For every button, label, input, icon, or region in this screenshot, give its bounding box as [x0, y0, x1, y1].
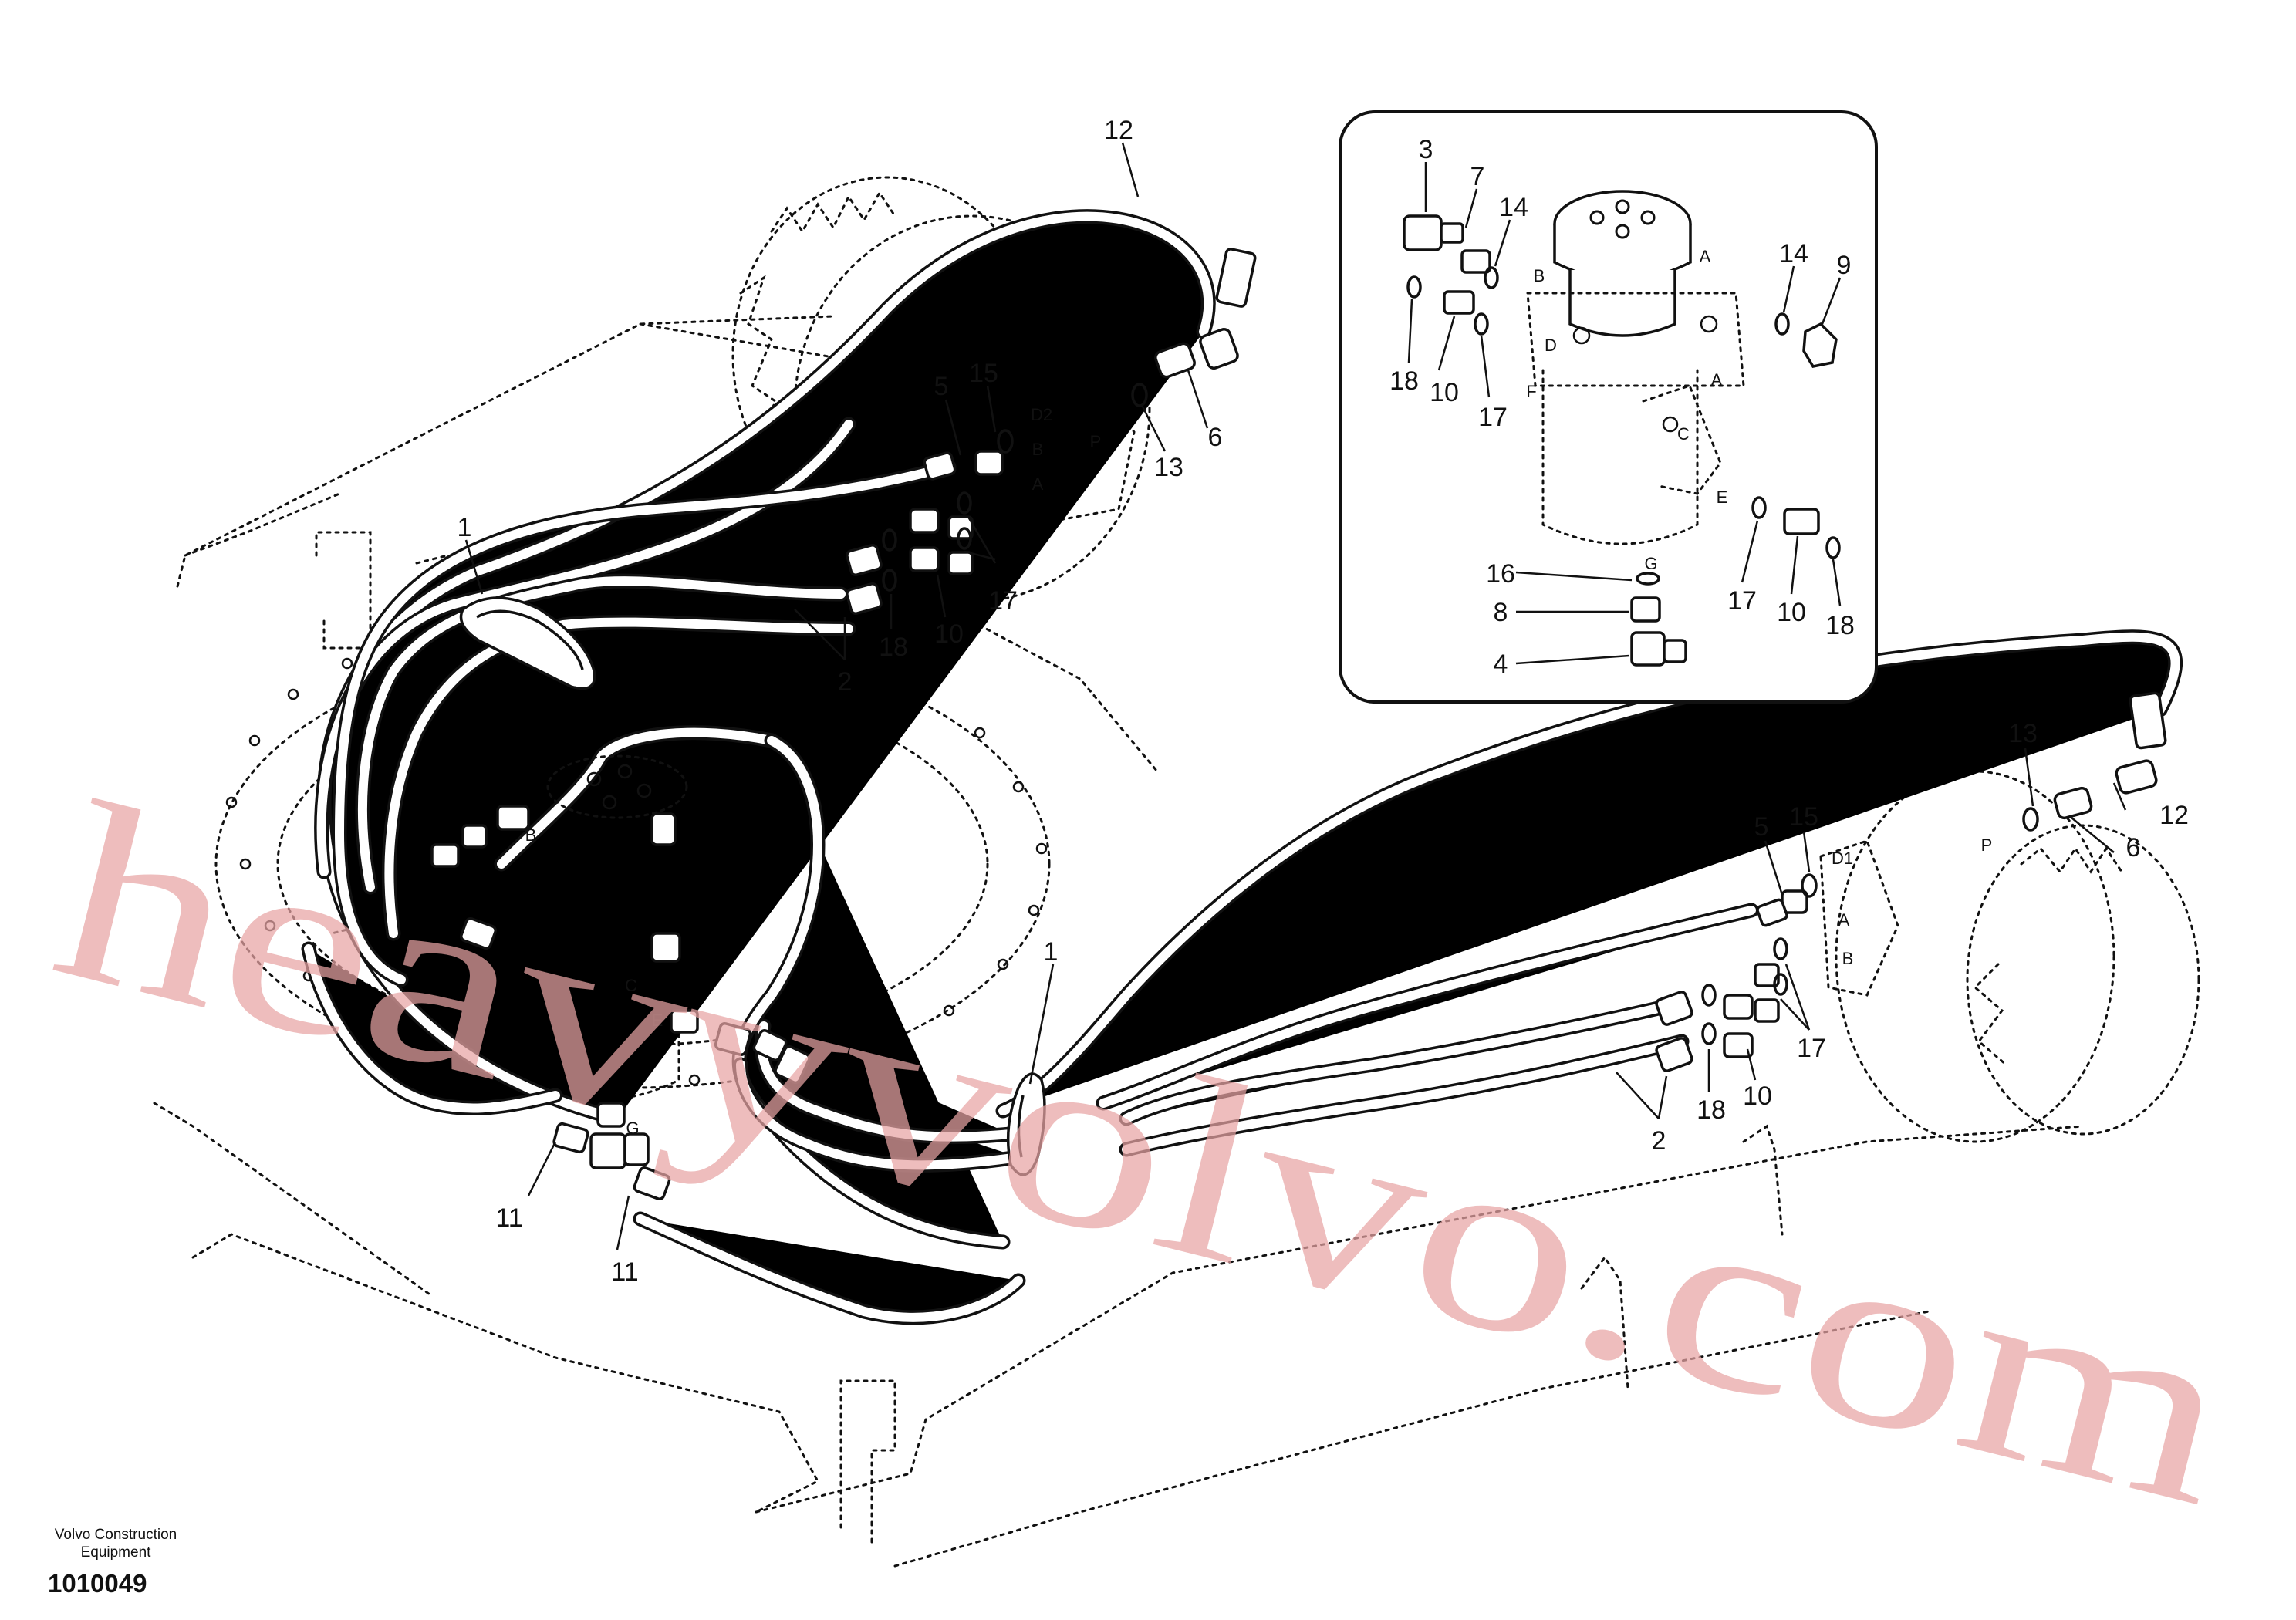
port-label: A — [1032, 474, 1044, 494]
callout-number: 15 — [969, 359, 998, 388]
inset-leader-lines — [1407, 162, 1842, 665]
callout-number: 6 — [2126, 833, 2141, 862]
port-label: B — [525, 825, 537, 845]
port-label: D — [1545, 336, 1557, 355]
callout-number: 17 — [1478, 403, 1508, 432]
callout-number: 2 — [1652, 1126, 1666, 1156]
inset-detail: B A D F A C E G 3 7 14 14 9 18 10 17 16 … — [1339, 110, 1878, 704]
callout-number: 18 — [1389, 366, 1419, 396]
upper-frame-outline — [639, 322, 866, 364]
callout-number: 10 — [1777, 598, 1806, 627]
lower-frame-outline — [191, 1233, 820, 1514]
swivel-joint-icon — [1526, 190, 1745, 545]
rear-gear-teeth — [739, 275, 777, 449]
port-label: B — [1032, 440, 1044, 459]
port-label: E — [652, 1011, 663, 1030]
port-label: G — [626, 1119, 639, 1138]
callout-number: 1 — [1044, 937, 1059, 967]
frame-bracket — [315, 531, 372, 650]
callout-number: 18 — [879, 633, 908, 662]
company-name: Volvo Construction Equipment — [54, 1527, 177, 1561]
port-label: C — [1677, 424, 1690, 444]
callout-number: 11 — [611, 1257, 638, 1287]
callout-number: 14 — [1779, 239, 1808, 268]
callout-number: 2 — [838, 667, 853, 697]
port-label: D1 — [1832, 849, 1853, 868]
o-ring-icon — [882, 383, 2039, 1045]
port-label: A — [1711, 370, 1723, 390]
callout-number: 12 — [1104, 116, 1133, 145]
callout-number: 8 — [1494, 598, 1508, 627]
port-label: E — [1717, 488, 1728, 507]
lower-frame-outline — [893, 1310, 1930, 1568]
port-label: D2 — [1031, 405, 1052, 424]
watermark-text: heavyvolvo.com — [33, 749, 2257, 1560]
clamp-icon — [459, 596, 1046, 1176]
drawing-number: 1010049 — [48, 1569, 147, 1598]
callout-number: 7 — [1470, 162, 1485, 191]
port-label: A — [1838, 910, 1850, 930]
front-motor-valve-block — [1819, 839, 1899, 997]
lower-frame-outline — [755, 1125, 2085, 1514]
port-label: P — [1981, 835, 1993, 855]
port-labels-inset: B A D F A C E G — [1526, 247, 1727, 573]
o-ring-icon — [1406, 266, 1841, 586]
upper-frame-outline — [176, 315, 835, 588]
callout-number: 16 — [1486, 559, 1515, 589]
callout-number: 15 — [1789, 802, 1818, 832]
front-travel-motor-outline — [1966, 824, 2200, 1136]
frame-bracket — [1742, 1124, 1784, 1236]
slewing-ring-outer — [214, 639, 1051, 1089]
callout-number: 5 — [934, 372, 949, 401]
frame-bracket — [839, 1379, 896, 1544]
callouts-inset: 3 7 14 14 9 18 10 17 16 8 4 17 10 18 — [1389, 135, 1855, 679]
callout-number: 10 — [1430, 378, 1459, 407]
port-label: P — [1090, 432, 1102, 451]
callout-number: 17 — [1727, 586, 1757, 616]
leader-lines — [464, 142, 2127, 1250]
callout-number: 13 — [2008, 719, 2038, 748]
callout-number: 9 — [1837, 251, 1852, 280]
callout-number: 6 — [1208, 423, 1223, 452]
port-label: G — [1644, 554, 1657, 573]
callout-number: 12 — [2159, 801, 2189, 830]
frame-bracket — [1580, 1255, 1629, 1390]
lower-frame-outline — [153, 1102, 434, 1298]
callout-number: 11 — [495, 1203, 522, 1233]
callout-number: 10 — [1743, 1082, 1772, 1111]
frame-outline — [963, 616, 1159, 773]
callout-number: 18 — [1697, 1095, 1726, 1125]
callout-number: 10 — [934, 619, 964, 649]
fitting-icon — [1403, 214, 1838, 667]
callout-number: 5 — [1754, 812, 1769, 842]
port-label: F — [1526, 382, 1536, 401]
callout-number: 17 — [988, 586, 1018, 616]
callout-number: 17 — [1797, 1034, 1826, 1063]
rear-gear-teeth — [770, 191, 896, 234]
callout-number: 4 — [1494, 650, 1508, 679]
callout-number: 13 — [1154, 453, 1183, 482]
callouts-main: 12 15 5 6 13 1 18 10 17 2 1 11 11 13 12 … — [458, 116, 2189, 1287]
callout-number: 1 — [458, 513, 472, 542]
port-label: A — [1700, 247, 1711, 266]
swivel-joint-icon — [546, 754, 688, 819]
fitting-icon — [430, 248, 2167, 1200]
front-gear-teeth — [2020, 846, 2123, 874]
port-label: B — [1534, 266, 1545, 285]
callout-number: 3 — [1419, 135, 1433, 164]
port-label: C — [625, 976, 637, 995]
port-labels-main: D2 B P A B C E G D1 P A B — [525, 405, 1993, 1138]
port-label: B — [1842, 949, 1854, 968]
front-gear-teeth — [1973, 963, 2007, 1066]
callout-number: 14 — [1499, 193, 1528, 222]
callout-number: 18 — [1825, 611, 1855, 640]
